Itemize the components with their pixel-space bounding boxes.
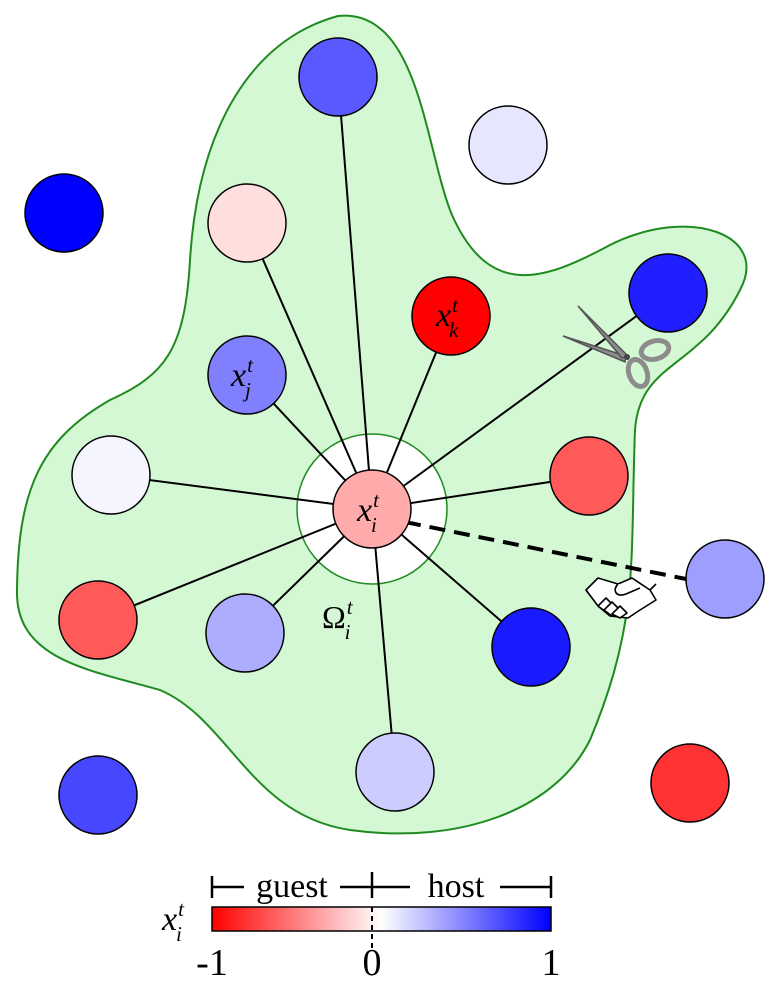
neighborhood-region [15,14,748,835]
node-k [411,276,491,356]
node-far-left [24,173,104,253]
edge-center-white-left [110,474,373,510]
new-edge-dashed [404,520,687,581]
node-white-left [71,435,151,515]
scale-gradient-bar [211,906,552,932]
node-top [298,37,378,117]
node-top-right [468,105,548,185]
node-j [207,335,287,415]
scale-tick-min: -1 [196,942,228,984]
edge-center-pink [246,222,373,510]
node-right-blue [628,253,708,333]
node-right-red [549,436,629,516]
node-bottom-right [650,743,730,823]
handshake-icon [585,577,657,619]
scale-left-label: guest [256,868,328,905]
scissors-icon [562,305,672,390]
node-center [332,469,412,549]
node-left-red [58,580,138,660]
edge-center-left-red [97,508,373,621]
edge-center-right-blue [371,292,669,510]
edge-center-top [337,76,373,510]
node-bottom [355,732,435,812]
scale-tick-mid: 0 [363,942,382,984]
node-blue-lower [491,607,571,687]
node-pink [207,183,287,263]
node-lavender [205,593,285,673]
nodes [24,37,765,835]
node-outside-right [685,539,765,619]
node-bottom-left [58,755,138,835]
scale-right-label: host [428,868,485,905]
edge-center-bottom [371,508,396,773]
scale-tick-max: 1 [542,942,561,984]
